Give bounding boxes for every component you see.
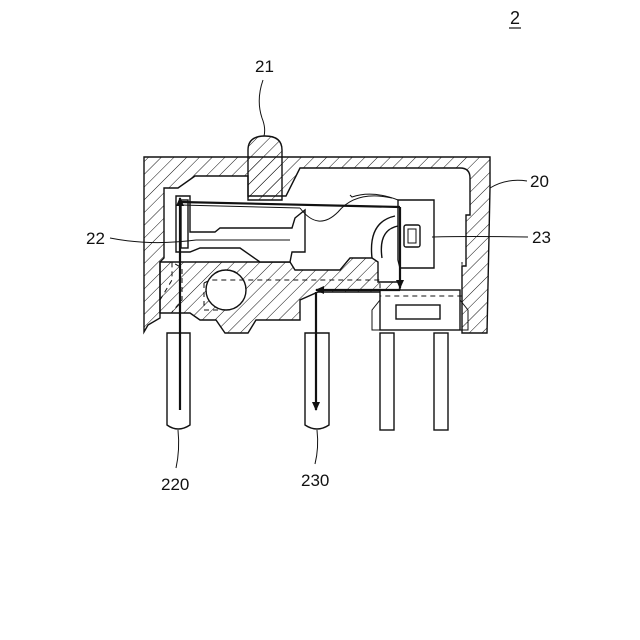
label-fixed-part: 22 — [86, 229, 105, 248]
inner-base — [160, 258, 400, 333]
leader-21 — [259, 80, 264, 136]
label-terminal-middle: 230 — [301, 471, 329, 490]
label-moving-part: 23 — [532, 228, 551, 247]
actuator — [248, 136, 282, 200]
figure-number: 2 — [510, 8, 520, 28]
label-housing: 20 — [530, 172, 549, 191]
terminal-pin-left — [167, 333, 190, 429]
fixed-contact-part — [176, 196, 305, 262]
spring-plate — [180, 194, 402, 221]
label-actuator: 21 — [255, 57, 274, 76]
leader-230 — [315, 430, 318, 464]
terminal-pin-right — [380, 333, 448, 430]
label-terminal-left: 220 — [161, 475, 189, 494]
moving-contact-part — [371, 200, 468, 330]
leader-20 — [490, 180, 527, 188]
leader-220 — [176, 430, 179, 468]
leader-23 — [432, 237, 528, 238]
